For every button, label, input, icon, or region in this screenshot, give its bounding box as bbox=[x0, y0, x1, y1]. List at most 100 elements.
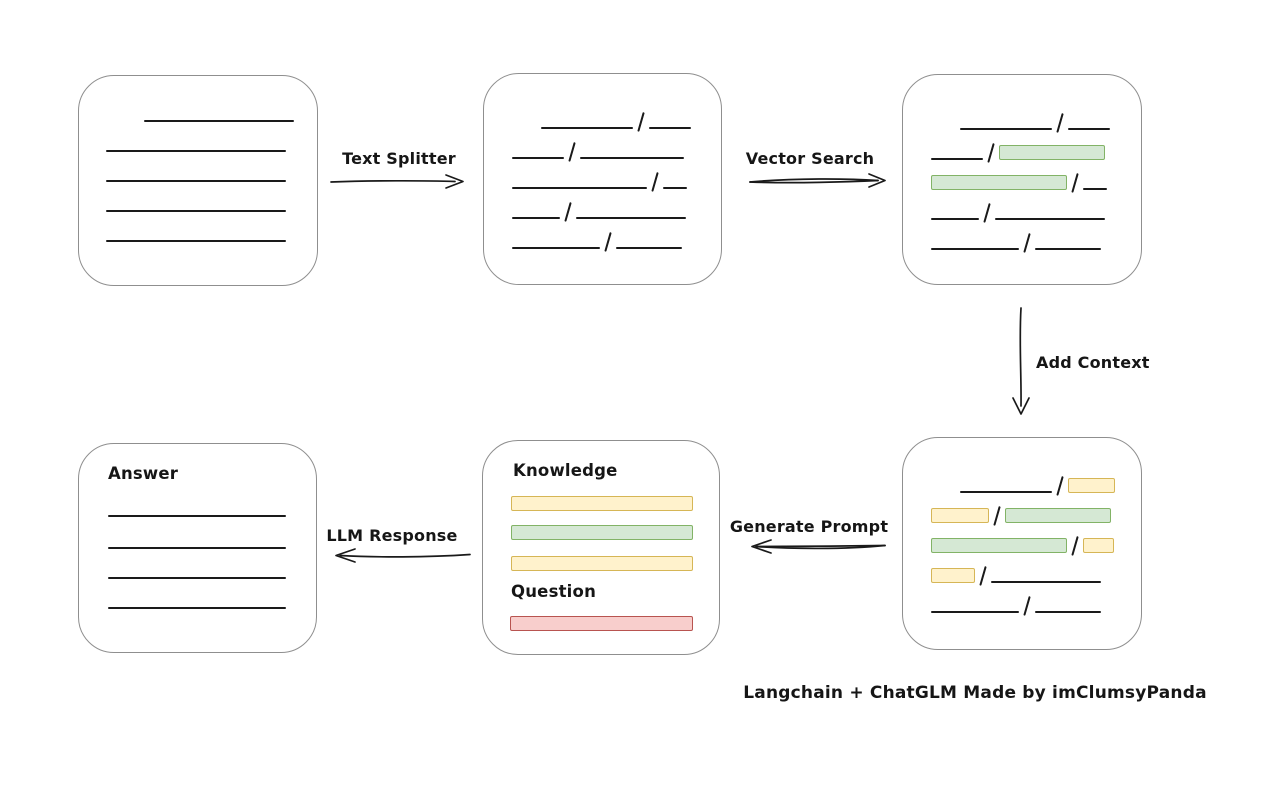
text-line bbox=[106, 210, 286, 212]
diagram-caption: Langchain + ChatGLM Made by imClumsyPand… bbox=[743, 683, 1207, 703]
split-chunk-lines bbox=[484, 74, 721, 252]
slash-separator bbox=[1071, 173, 1080, 193]
add-context-arrow-icon bbox=[1012, 307, 1030, 415]
vector-search-label: Vector Search bbox=[745, 149, 875, 168]
text-line bbox=[931, 158, 983, 160]
text-row bbox=[106, 196, 317, 212]
matched-chunk-lines bbox=[903, 75, 1141, 253]
answer-text-line bbox=[108, 577, 286, 579]
knowledge-green-bar bbox=[511, 525, 693, 540]
text-line bbox=[995, 218, 1106, 220]
slash-separator bbox=[564, 202, 573, 222]
text-row bbox=[931, 173, 1141, 193]
context-chunk-lines bbox=[903, 438, 1141, 616]
text-row bbox=[931, 566, 1141, 586]
text-line bbox=[106, 150, 286, 152]
slash-separator bbox=[1056, 113, 1065, 133]
text-line bbox=[144, 120, 294, 122]
text-row bbox=[106, 226, 317, 242]
knowledge-yellow-bar-1 bbox=[511, 496, 693, 511]
yellow-chunk-bar bbox=[931, 568, 975, 583]
text-row bbox=[106, 136, 317, 152]
text-line bbox=[1035, 248, 1102, 250]
yellow-chunk-bar bbox=[1083, 538, 1115, 553]
document-box bbox=[78, 75, 318, 286]
slash-separator bbox=[993, 506, 1002, 526]
text-splitter-label: Text Splitter bbox=[342, 149, 456, 168]
text-row bbox=[931, 476, 1141, 496]
text-line bbox=[931, 248, 1019, 250]
text-line bbox=[580, 157, 685, 159]
generate-prompt-label: Generate Prompt bbox=[729, 517, 889, 536]
context-chunks-box bbox=[902, 437, 1142, 650]
text-row bbox=[512, 172, 721, 192]
indent-space bbox=[106, 121, 137, 122]
text-row bbox=[931, 536, 1141, 556]
text-row bbox=[512, 202, 721, 222]
slash-separator bbox=[637, 112, 646, 132]
text-line bbox=[616, 247, 683, 249]
text-line bbox=[1068, 128, 1111, 130]
text-splitter-arrow-icon bbox=[330, 174, 464, 189]
text-row bbox=[106, 106, 317, 122]
green-chunk-bar bbox=[931, 538, 1067, 553]
slash-separator bbox=[651, 172, 660, 192]
text-line bbox=[1083, 188, 1108, 190]
question-red-bar bbox=[510, 616, 693, 631]
add-context-label: Add Context bbox=[1036, 353, 1150, 372]
slash-separator bbox=[1023, 596, 1032, 616]
matched-chunks-box bbox=[902, 74, 1142, 285]
text-row bbox=[931, 596, 1141, 616]
text-row bbox=[106, 166, 317, 182]
question-label: Question bbox=[511, 582, 597, 601]
text-line bbox=[512, 247, 600, 249]
vector-search-arrow-icon bbox=[749, 173, 886, 188]
answer-text-line bbox=[108, 547, 286, 549]
text-row bbox=[931, 506, 1141, 526]
text-row bbox=[931, 113, 1141, 133]
yellow-chunk-bar bbox=[931, 508, 989, 523]
indent-space bbox=[931, 492, 953, 493]
text-row bbox=[931, 203, 1141, 223]
text-line bbox=[512, 187, 647, 189]
text-row bbox=[931, 143, 1141, 163]
answer-text-line bbox=[108, 515, 286, 517]
knowledge-label: Knowledge bbox=[513, 461, 618, 480]
green-chunk-bar bbox=[1005, 508, 1112, 523]
text-row bbox=[512, 232, 721, 252]
green-chunk-bar bbox=[931, 175, 1067, 190]
text-line bbox=[931, 611, 1019, 613]
slash-separator bbox=[979, 566, 988, 586]
text-line bbox=[960, 128, 1052, 130]
slash-separator bbox=[1023, 233, 1032, 253]
text-line bbox=[663, 187, 688, 189]
slash-separator bbox=[604, 232, 613, 252]
yellow-chunk-bar bbox=[1068, 478, 1116, 493]
text-line bbox=[512, 217, 560, 219]
text-line bbox=[960, 491, 1052, 493]
text-line bbox=[931, 218, 979, 220]
knowledge-yellow-bar-2 bbox=[511, 556, 693, 571]
green-chunk-bar bbox=[999, 145, 1106, 160]
slash-separator bbox=[568, 142, 577, 162]
text-line bbox=[541, 127, 633, 129]
slash-separator bbox=[1056, 476, 1065, 496]
llm-response-arrow-icon bbox=[335, 548, 471, 563]
split-chunks-box bbox=[483, 73, 722, 285]
text-row bbox=[931, 233, 1141, 253]
text-line bbox=[512, 157, 564, 159]
indent-space bbox=[512, 128, 534, 129]
document-text-lines bbox=[79, 76, 317, 242]
text-line bbox=[576, 217, 687, 219]
generate-prompt-arrow-icon bbox=[751, 539, 886, 554]
answer-label: Answer bbox=[108, 464, 179, 483]
text-line bbox=[1035, 611, 1102, 613]
text-line bbox=[991, 581, 1102, 583]
slash-separator bbox=[1071, 536, 1080, 556]
answer-box: Answer bbox=[78, 443, 317, 653]
prompt-box: Knowledge Question bbox=[482, 440, 720, 655]
text-row bbox=[512, 112, 721, 132]
text-line bbox=[649, 127, 692, 129]
text-row bbox=[512, 142, 721, 162]
